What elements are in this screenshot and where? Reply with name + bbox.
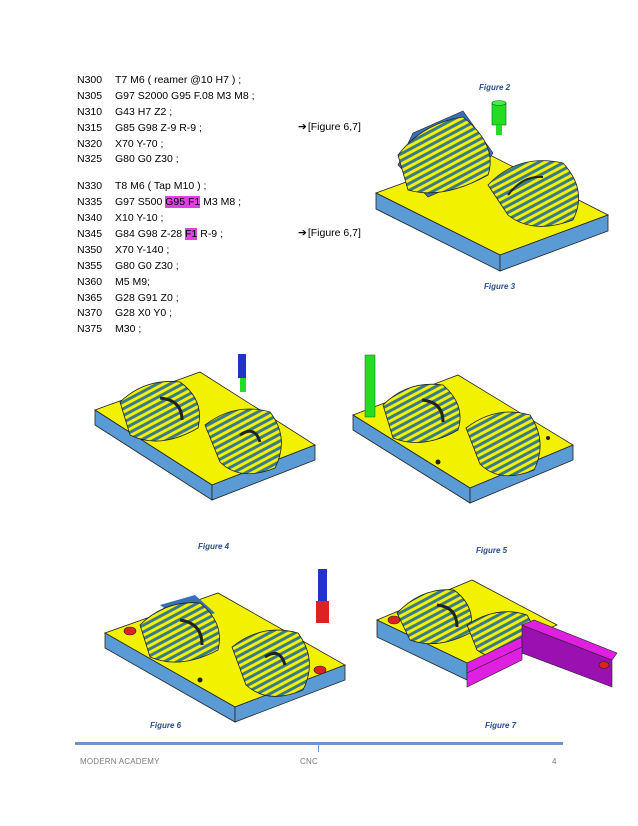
- code-line: N345 G84 G98 Z-28 F1 R-9 ;: [77, 227, 255, 243]
- code-segment: M30 ;: [115, 323, 142, 336]
- line-number: N305: [77, 89, 103, 102]
- code-line: N375 M30 ;: [77, 322, 255, 338]
- code-text: M5 M9;: [115, 275, 150, 291]
- code-text: T7 M6 ( reamer @10 H7 ) ;: [115, 74, 242, 86]
- caption-figure-4: Figure 4: [198, 542, 230, 551]
- code-line: N350 X70 Y-140 ;: [77, 243, 255, 259]
- code-segment: X10 Y-10 ;: [115, 212, 164, 225]
- code-text: G28 X0 Y0 ;: [115, 306, 172, 322]
- gcode-block-reamer: N300 T7 M6 ( reamer @10 H7 ) ; N305 G97 S20…: [77, 73, 255, 168]
- right-arrow-icon: ➔: [298, 121, 307, 133]
- footer-rule: [75, 742, 563, 745]
- figure-7-illustration: [376, 579, 618, 688]
- code-text: X10 Y-10 ;: [115, 211, 163, 227]
- figure-5-illustration: [352, 354, 574, 504]
- code-segment: M5 M9;: [115, 275, 151, 288]
- code-line: N315 G85 G98 Z-9 R-9 ;: [77, 121, 255, 137]
- code-segment: G97 S500: [115, 196, 166, 209]
- caption-figure-2: Figure 2: [479, 83, 511, 92]
- code-text: G84 G98 Z-28 F1 R-9 ;: [115, 227, 223, 243]
- line-number: N310: [77, 105, 103, 118]
- code-line: N355 G80 G0 Z30 ;: [77, 259, 255, 275]
- line-number: N315: [77, 121, 103, 134]
- figure-4-illustration: [94, 354, 316, 501]
- caption-figure-7: Figure 7: [485, 721, 517, 730]
- code-line: N305 G97 S2000 G95 F.08 M3 M8 ;: [77, 89, 255, 105]
- code-segment: G80 G0 Z30 ;: [115, 259, 179, 272]
- block-spacer: [77, 168, 255, 179]
- code-text: T8 M6 ( Tap M10 ) ;: [115, 179, 206, 195]
- line-number: N330: [77, 180, 103, 193]
- gcode-listing: N300 T7 M6 ( reamer @10 H7 ) ; N305 G97 S20…: [77, 73, 255, 338]
- code-line: N330 T8 M6 ( Tap M10 ) ;: [77, 179, 255, 195]
- code-line: N370 G28 X0 Y0 ;: [77, 306, 255, 322]
- line-number: N355: [77, 259, 103, 272]
- code-text: G43 H7 Z2 ;: [115, 105, 173, 118]
- highlighted-code: G95 F1: [165, 196, 201, 209]
- code-segment: R-9 ;: [197, 228, 223, 241]
- footer-organization: MODERN ACADEMY: [80, 757, 160, 766]
- code-segment: M3 M8 ;: [200, 196, 242, 209]
- right-arrow-icon: ➔: [298, 227, 307, 239]
- figure-6-illustration: [104, 569, 346, 723]
- code-line: N340 X10 Y-10 ;: [77, 211, 255, 227]
- caption-figure-5: Figure 5: [476, 546, 508, 555]
- caption-figure-6: Figure 6: [150, 721, 182, 730]
- code-line: N300 T7 M6 ( reamer @10 H7 ) ;: [77, 73, 255, 89]
- code-segment: G84 G98 Z-28: [115, 228, 186, 241]
- code-segment: G28 X0 Y0 ;: [115, 307, 173, 320]
- code-text: G80 G0 Z30 ;: [115, 259, 179, 275]
- highlighted-code: F1: [185, 228, 198, 241]
- code-text: G97 S2000 G95 F.08 M3 M8 ;: [115, 89, 255, 102]
- code-segment: X70 Y-140 ;: [115, 243, 170, 256]
- gcode-block-tap: N330 T8 M6 ( Tap M10 ) ; N335 G97 S500 G95 …: [77, 179, 255, 338]
- code-segment: G28 G91 Z0 ;: [115, 291, 179, 304]
- code-line: N325 G80 G0 Z30 ;: [77, 152, 255, 168]
- code-line: N310 G43 H7 Z2 ;: [77, 105, 255, 121]
- line-number: N325: [77, 153, 103, 166]
- code-line: N320 X70 Y-70 ;: [77, 137, 255, 153]
- code-line: N365 G28 G91 Z0 ;: [77, 291, 255, 307]
- line-number: N370: [77, 307, 103, 320]
- figure-3-illustration: [374, 100, 609, 272]
- caption-figure-3: Figure 3: [484, 282, 516, 291]
- code-segment: T8 M6 ( Tap M10 ) ;: [115, 180, 207, 193]
- code-text: G85 G98 Z-9 R-9 ;: [115, 121, 202, 134]
- code-text: M30 ;: [115, 322, 141, 338]
- code-text: G97 S500 G95 F1 M3 M8 ;: [115, 195, 241, 211]
- code-text: G28 G91 Z0 ;: [115, 291, 179, 307]
- footer-page-number: 4: [552, 757, 557, 766]
- line-number: N375: [77, 323, 103, 336]
- code-text: G80 G0 Z30 ;: [115, 153, 179, 166]
- line-number: N365: [77, 291, 103, 304]
- line-number: N350: [77, 243, 103, 256]
- line-number: N340: [77, 212, 103, 225]
- footer-subject: CNC: [300, 757, 318, 766]
- line-number: N360: [77, 275, 103, 288]
- footer-divider: [318, 742, 319, 752]
- figure-reference-2: ➔[Figure 6,7]: [298, 227, 361, 239]
- figure-reference-1: ➔[Figure 6,7]: [298, 121, 361, 133]
- line-number: N320: [77, 137, 103, 150]
- code-line: N360 M5 M9;: [77, 275, 255, 291]
- code-line: N335 G97 S500 G95 F1 M3 M8 ;: [77, 195, 255, 211]
- line-number: N300: [77, 74, 103, 86]
- code-text: X70 Y-140 ;: [115, 243, 169, 259]
- line-number: N345: [77, 228, 103, 241]
- code-text: X70 Y-70 ;: [115, 137, 164, 150]
- line-number: N335: [77, 196, 103, 209]
